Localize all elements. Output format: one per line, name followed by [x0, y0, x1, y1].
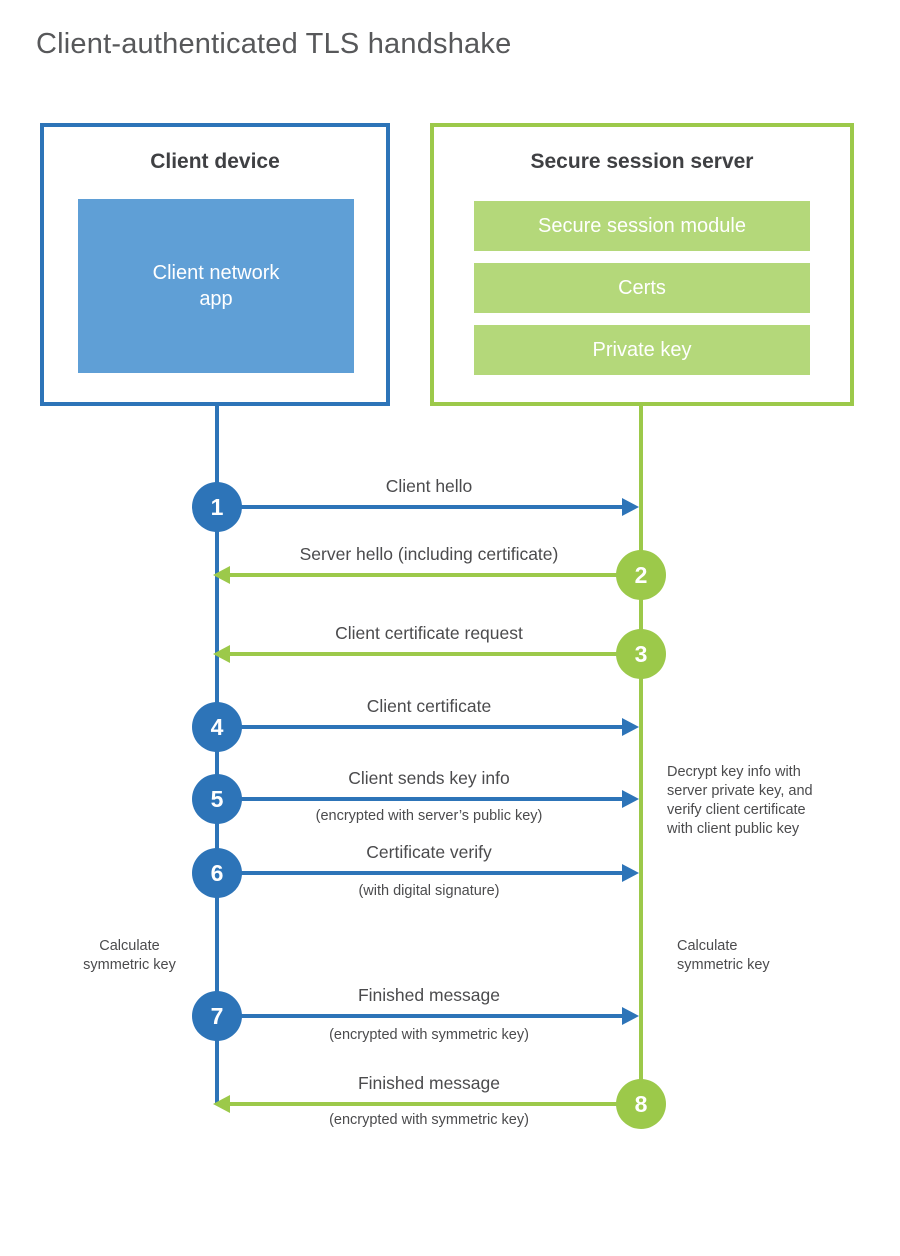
- decrypt-note-line3: verify client certificate: [667, 802, 806, 818]
- calc-right-line1: Calculate: [677, 938, 738, 954]
- server-module-secure-session-module: Secure session module: [474, 201, 810, 251]
- arrow-left-icon: [213, 1095, 230, 1113]
- decrypt-note-line1: Decrypt key info with: [667, 764, 801, 780]
- arrow-right-icon: [622, 790, 639, 808]
- step-6-sublabel: (with digital signature): [358, 883, 500, 899]
- step-2-arrow-line: [230, 573, 641, 577]
- arrow-right-icon: [622, 498, 639, 516]
- decrypt-note-line2: server private key, and: [667, 783, 813, 799]
- step-1-circle: 1: [192, 482, 242, 532]
- arrow-right-icon: [622, 1007, 639, 1025]
- server-lifeline: [639, 405, 643, 1104]
- calculate-symmetric-key-note-server: Calculate symmetric key: [677, 937, 792, 975]
- step-3-label: Client certificate request: [335, 623, 523, 643]
- server-module-certs: Certs: [474, 263, 810, 313]
- step-3-arrow-line: [230, 652, 641, 656]
- step-6-arrow-line: [217, 871, 623, 875]
- step-5-sublabel: (encrypted with server’s public key): [315, 808, 543, 824]
- step-8-circle: 8: [616, 1079, 666, 1129]
- secure-session-server-title: Secure session server: [530, 150, 754, 173]
- arrow-left-icon: [213, 566, 230, 584]
- page-title: Client-authenticated TLS handshake: [36, 28, 512, 60]
- step-5-circle: 5: [192, 774, 242, 824]
- decrypt-note-line4: with client public key: [667, 821, 800, 837]
- step-4-arrow-line: [217, 725, 623, 729]
- client-app-label-line2: app: [199, 288, 233, 310]
- arrow-left-icon: [213, 645, 230, 663]
- step-2-circle: 2: [616, 550, 666, 600]
- step-1-arrow-line: [217, 505, 623, 509]
- step-3-circle: 3: [616, 629, 666, 679]
- step-5-arrow-line: [217, 797, 623, 801]
- step-8-sublabel: (encrypted with symmetric key): [329, 1112, 529, 1128]
- step-1-label: Client hello: [385, 476, 473, 496]
- step-7-circle: 7: [192, 991, 242, 1041]
- calc-left-line2: symmetric key: [83, 957, 176, 973]
- step-4-label: Client certificate: [366, 696, 492, 716]
- client-app-label-line1: Client network: [152, 262, 280, 284]
- step-6-label: Certificate verify: [366, 842, 492, 862]
- step-5-label: Client sends key info: [348, 768, 510, 788]
- calc-right-line2: symmetric key: [677, 957, 770, 973]
- client-lifeline: [215, 405, 219, 1105]
- step-7-arrow-line: [217, 1014, 623, 1018]
- step-8-label: Finished message: [357, 1073, 501, 1093]
- arrow-right-icon: [622, 864, 639, 882]
- client-network-app-box: Client network app: [78, 199, 354, 373]
- decrypt-key-note: Decrypt key info with server private key…: [667, 763, 837, 839]
- secure-session-server-box: Secure session server Secure session mod…: [430, 123, 854, 406]
- calculate-symmetric-key-note-client: Calculate symmetric key: [72, 937, 187, 975]
- step-7-label: Finished message: [357, 985, 501, 1005]
- step-4-circle: 4: [192, 702, 242, 752]
- step-8-arrow-line: [230, 1102, 641, 1106]
- arrow-right-icon: [622, 718, 639, 736]
- step-7-sublabel: (encrypted with symmetric key): [329, 1027, 529, 1043]
- step-2-label: Server hello (including certificate): [299, 544, 559, 564]
- calc-left-line1: Calculate: [99, 938, 160, 954]
- client-device-box: Client device Client network app: [40, 123, 390, 406]
- client-device-title: Client device: [150, 150, 280, 173]
- step-6-circle: 6: [192, 848, 242, 898]
- server-module-private-key: Private key: [474, 325, 810, 375]
